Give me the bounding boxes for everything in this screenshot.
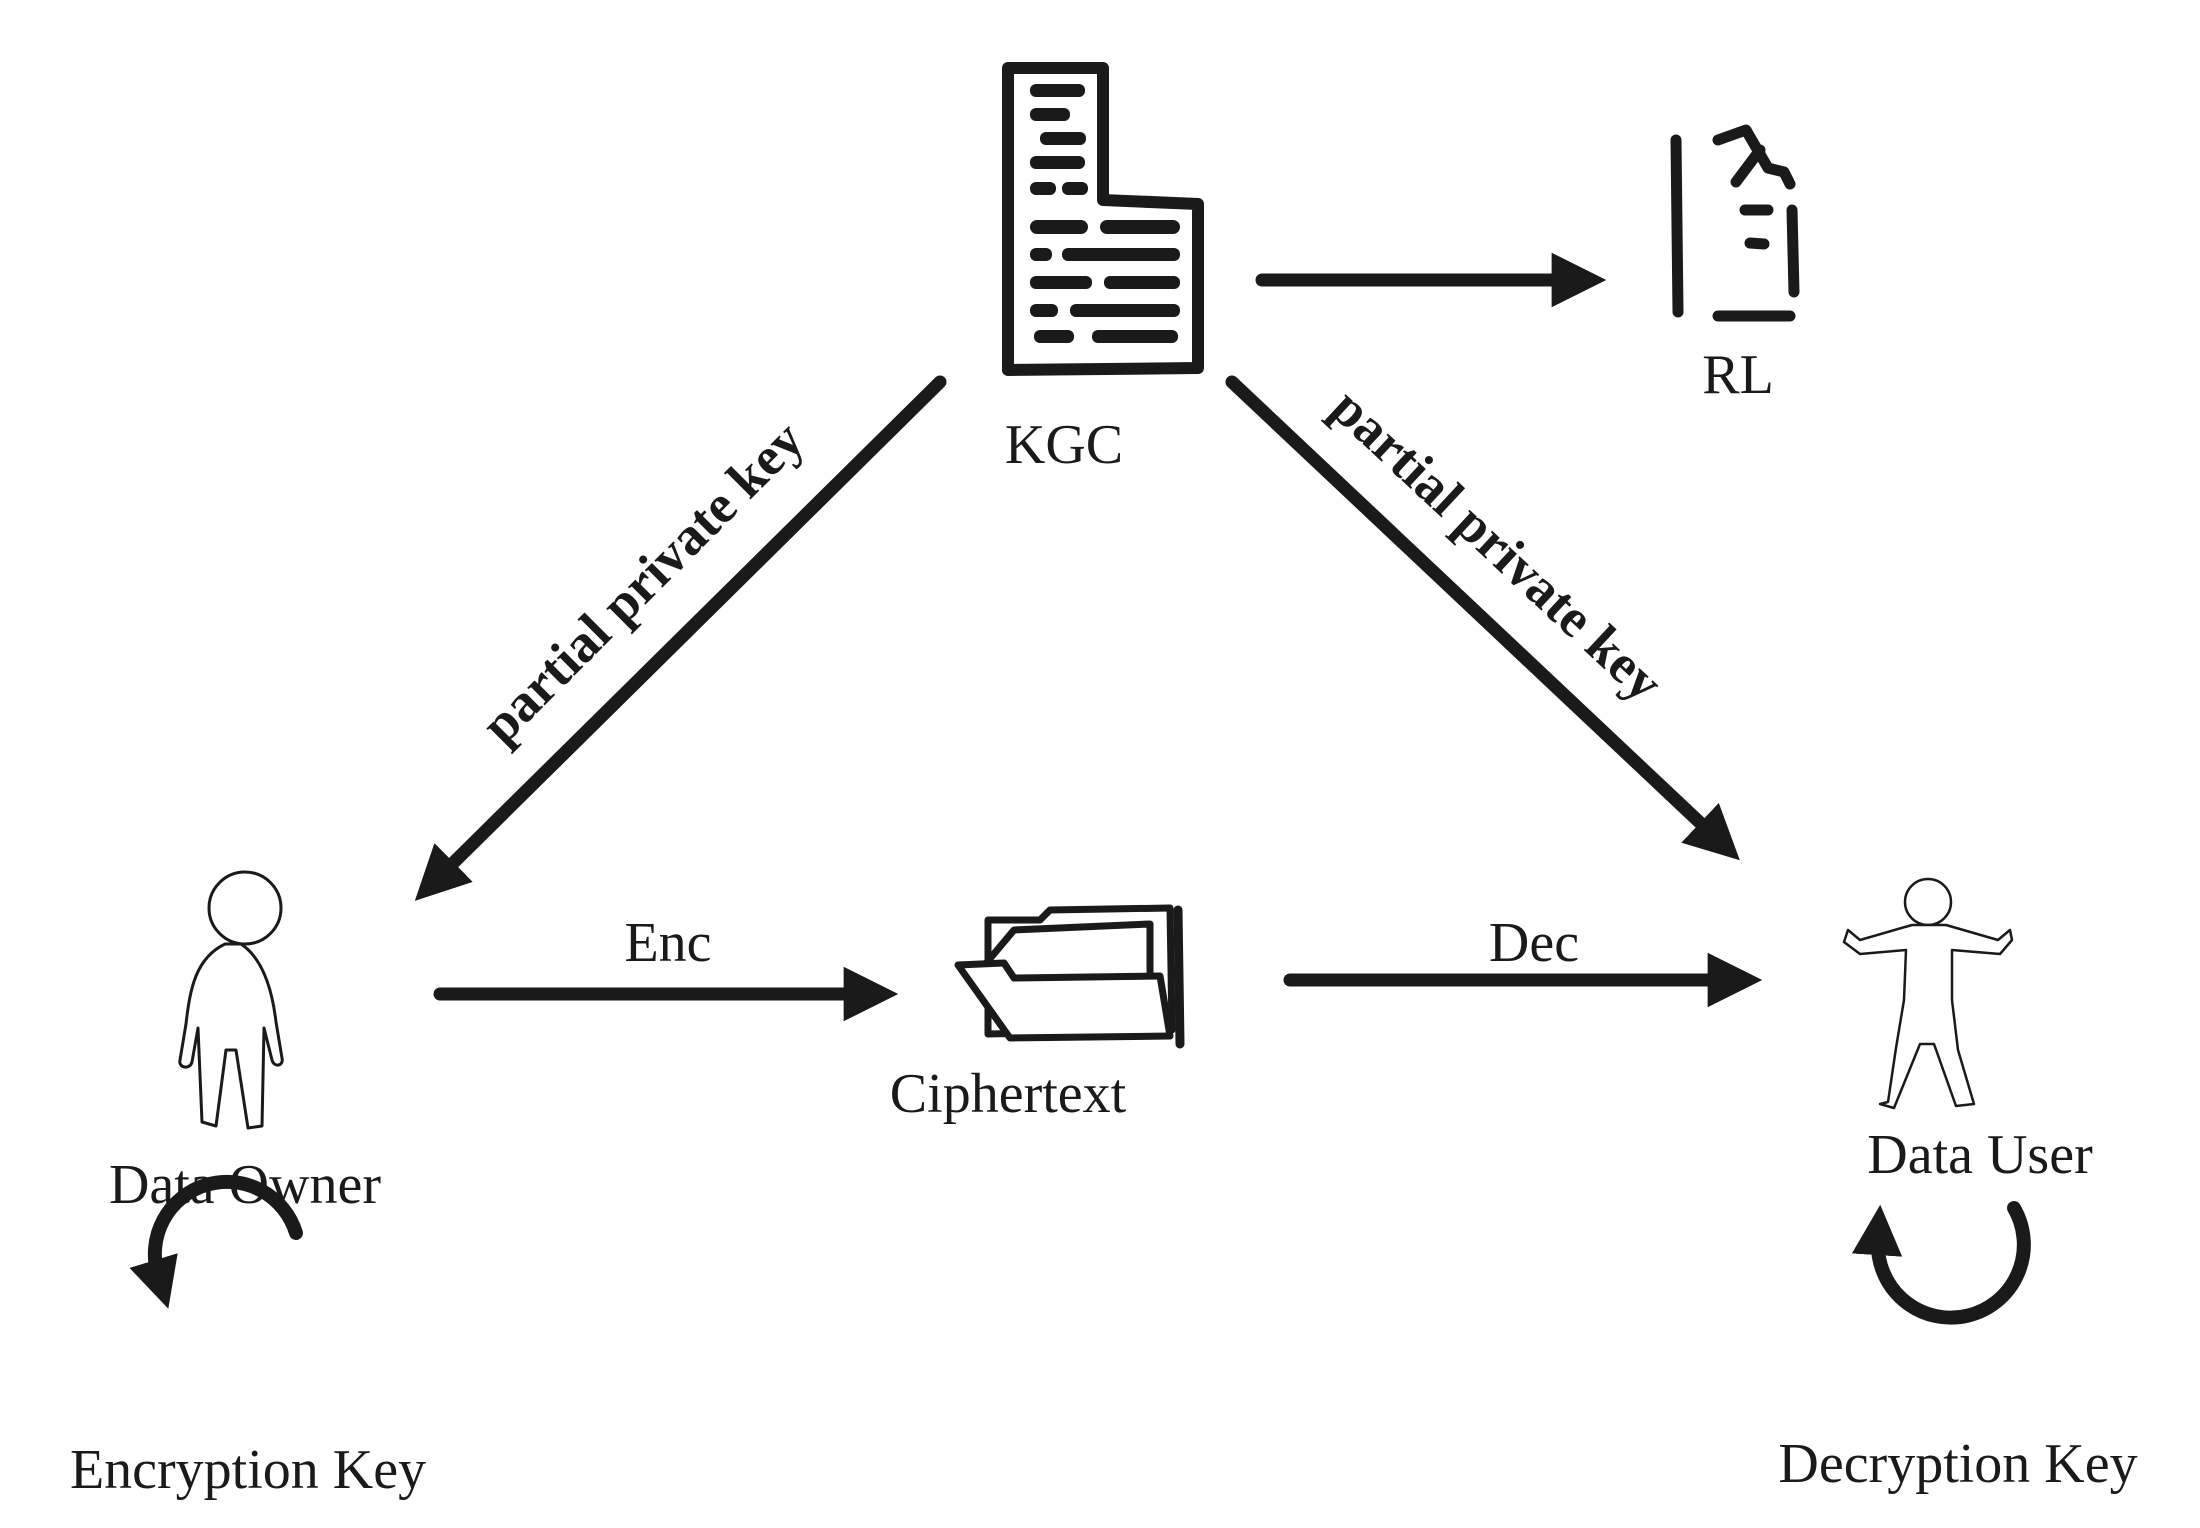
- kgc-label: KGC: [1005, 414, 1123, 476]
- dec-label: Dec: [1489, 912, 1579, 974]
- partial-private-key-left-label-group: partial private key: [469, 409, 815, 755]
- rl-label: RL: [1702, 344, 1774, 406]
- decryption-key-cycle-arrow-icon: [1851, 1201, 2031, 1325]
- ciphertext-folder-icon: [954, 904, 1185, 1049]
- decryption-key-label: Decryption Key: [1778, 1433, 2137, 1495]
- enc-label: Enc: [624, 912, 711, 974]
- data-user-person-icon: [1842, 877, 2014, 1110]
- encryption-key-cycle-arrow-icon: [129, 1174, 303, 1309]
- data-user-label: Data User: [1867, 1124, 2093, 1186]
- partial-private-key-left-label: partial private key: [469, 409, 815, 755]
- kgc-to-user-arrow: [1225, 375, 1740, 861]
- kgc-to-owner-arrow: [414, 375, 947, 901]
- rl-document-icon: [1670, 124, 1800, 322]
- partial-private-key-right-label-group: partial private key: [1320, 377, 1675, 713]
- ciphertext-label: Ciphertext: [890, 1063, 1127, 1125]
- encryption-key-label: Encryption Key: [70, 1439, 426, 1501]
- partial-private-key-right-label: partial private key: [1320, 377, 1675, 713]
- kgc-building-icon: [1002, 62, 1204, 376]
- data-owner-person-icon: [178, 870, 284, 1130]
